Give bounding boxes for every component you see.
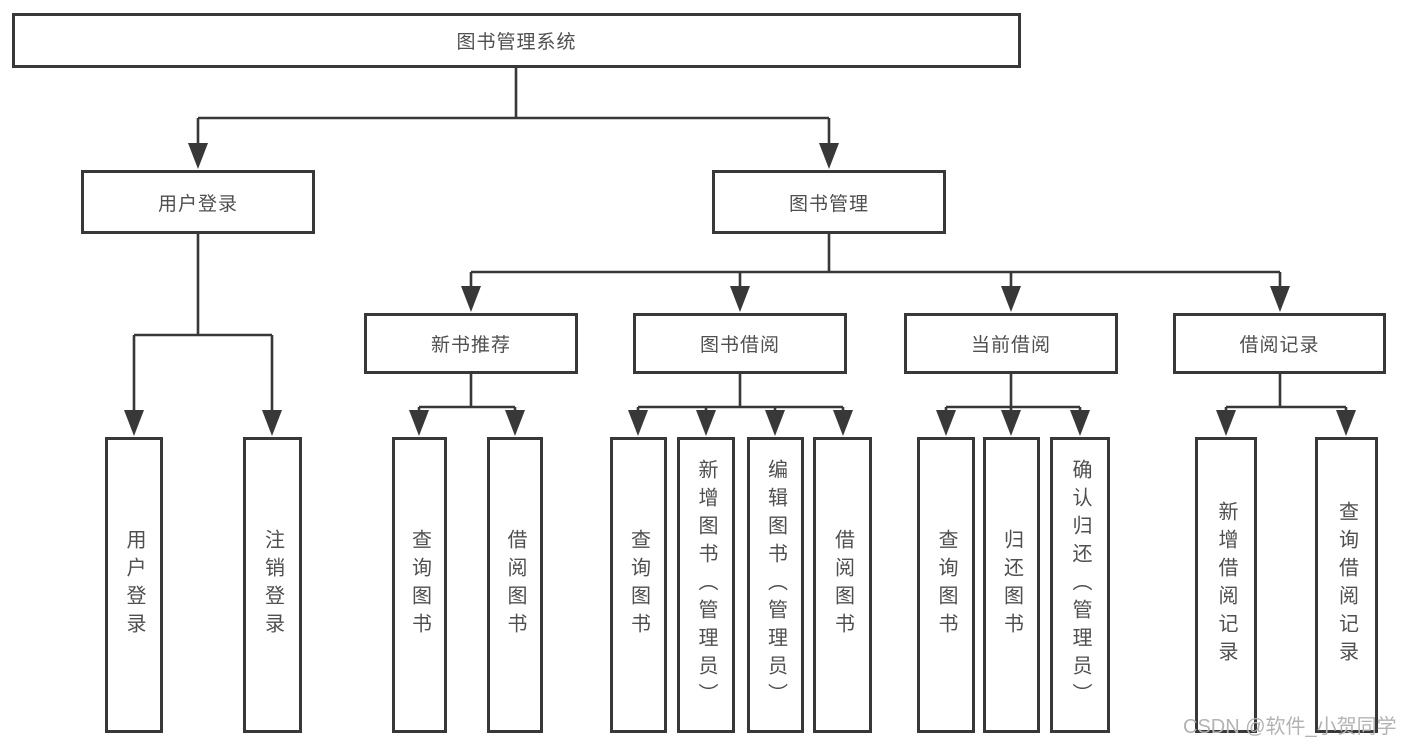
leaf-borrow-query-books: 查询图书: [610, 437, 667, 733]
connector-records-to-leaves: [1224, 374, 1348, 414]
arrow-down-icon: [628, 410, 648, 436]
leaf-current-confirm-return-admin-label: 确认归还（管理员）: [1069, 459, 1091, 711]
arrow-down-icon: [461, 286, 481, 312]
leaf-user-login: 用户登录: [105, 437, 163, 733]
arrow-down-icon: [1336, 410, 1356, 436]
arrow-down-icon: [936, 410, 956, 436]
connector-currentborrow-to-leaves: [944, 374, 1082, 414]
leaf-borrow-edit-book-admin: 编辑图书（管理员）: [747, 437, 804, 733]
arrow-down-icon: [1070, 410, 1090, 436]
arrow-down-icon: [505, 410, 525, 436]
arrow-down-icon: [262, 410, 282, 436]
arrow-down-icon: [833, 410, 853, 436]
leaf-borrow-borrow-books: 借阅图书: [813, 437, 872, 733]
leaf-user-login-label: 用户登录: [123, 529, 145, 641]
leaf-records-add-record-label: 新增借阅记录: [1215, 501, 1237, 669]
leaf-borrow-query-books-label: 查询图书: [627, 529, 650, 641]
connector-root-to-level2: [196, 67, 831, 150]
arrow-down-icon: [696, 410, 716, 436]
connector-paths: [132, 67, 1348, 414]
arrow-down-icon: [1216, 410, 1236, 436]
connector-bookmgmt-to-level3: [469, 234, 1282, 290]
leaf-logout: 注销登录: [243, 437, 302, 733]
watermark: CSDN @软件_小贺同学: [1183, 716, 1397, 738]
arrow-down-icon: [1001, 286, 1021, 312]
node-new-book-recommend: 新书推荐: [364, 313, 578, 374]
node-book-borrow: 图书借阅: [633, 313, 847, 374]
connector-bookborrow-to-leaves: [636, 374, 845, 414]
leaf-current-query-books-label: 查询图书: [935, 529, 957, 641]
leaf-newbook-borrow-books: 借阅图书: [487, 437, 543, 733]
leaf-newbook-query-books-label: 查询图书: [408, 529, 431, 641]
leaf-borrow-add-book-admin-label: 新增图书（管理员）: [695, 459, 717, 711]
arrow-down-icon: [765, 410, 785, 436]
node-borrow-records: 借阅记录: [1173, 313, 1386, 374]
connector-userlogin-to-leaves: [132, 234, 274, 414]
arrow-down-icon: [819, 143, 839, 169]
arrow-down-icon: [409, 410, 429, 436]
leaf-borrow-add-book-admin: 新增图书（管理员）: [677, 437, 735, 733]
leaf-current-return-books: 归还图书: [983, 437, 1040, 733]
node-user-login-branch: 用户登录: [81, 170, 315, 234]
node-book-management-branch: 图书管理: [712, 170, 946, 234]
leaf-records-query-record-label: 查询借阅记录: [1335, 501, 1358, 669]
leaf-newbook-borrow-books-label: 借阅图书: [504, 529, 526, 641]
leaf-borrow-edit-book-admin-label: 编辑图书（管理员）: [764, 459, 787, 711]
node-library-system: 图书管理系统: [12, 13, 1021, 68]
arrow-down-icon: [188, 143, 208, 169]
leaf-current-query-books: 查询图书: [917, 437, 975, 733]
arrow-down-icon: [1270, 286, 1290, 312]
leaf-current-confirm-return-admin: 确认归还（管理员）: [1050, 437, 1110, 733]
leaf-records-add-record: 新增借阅记录: [1195, 437, 1257, 733]
leaf-current-return-books-label: 归还图书: [1000, 529, 1023, 641]
arrow-down-icon: [730, 286, 750, 312]
leaf-borrow-borrow-books-label: 借阅图书: [831, 529, 854, 641]
connector-newbook-to-leaves: [417, 374, 517, 414]
leaf-logout-label: 注销登录: [261, 529, 284, 641]
leaf-records-query-record: 查询借阅记录: [1315, 437, 1378, 733]
leaf-newbook-query-books: 查询图书: [392, 437, 447, 733]
arrowheads: [124, 143, 1356, 436]
arrow-down-icon: [124, 410, 144, 436]
node-current-borrow: 当前借阅: [904, 313, 1118, 374]
arrow-down-icon: [1001, 410, 1021, 436]
